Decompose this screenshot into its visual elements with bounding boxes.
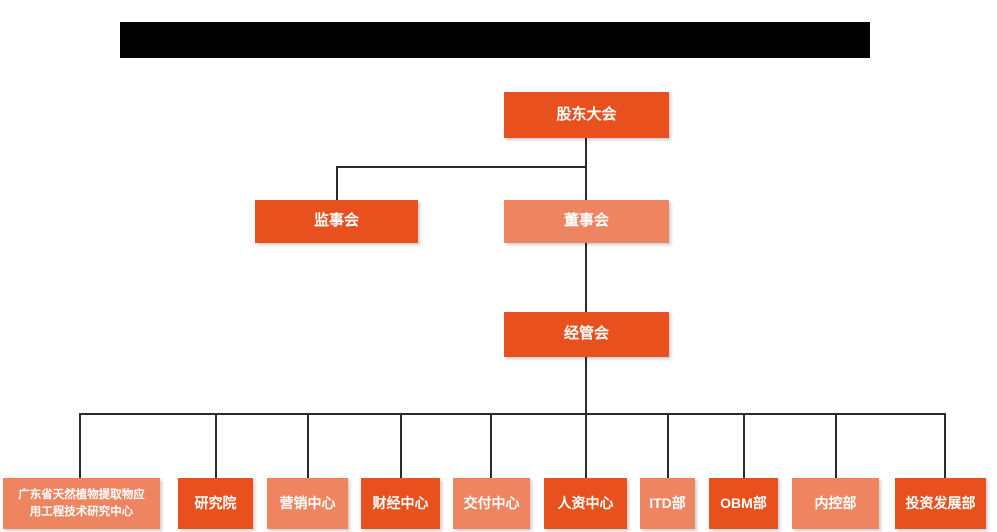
- node-human-resources-center[interactable]: 人资中心: [544, 478, 627, 529]
- connector-departments-bus: [79, 413, 945, 415]
- research-center-label-line1: 广东省天然植物提取物应: [18, 488, 145, 501]
- connector-drop-research-center: [79, 413, 81, 478]
- node-itd-department[interactable]: ITD部: [640, 478, 695, 529]
- node-shareholders-meeting[interactable]: 股东大会: [504, 92, 669, 138]
- node-internal-control-department[interactable]: 内控部: [792, 478, 879, 529]
- connector-drop-institute: [215, 413, 217, 478]
- node-finance-center[interactable]: 财经中心: [361, 478, 440, 529]
- connector-management-down: [585, 356, 587, 415]
- node-board-of-directors[interactable]: 董事会: [504, 200, 669, 243]
- connector-drop-investment: [944, 413, 946, 478]
- node-institute[interactable]: 研究院: [178, 478, 253, 529]
- node-management-committee[interactable]: 经管会: [504, 312, 669, 357]
- connector-board-down: [585, 166, 587, 201]
- connector-supervisory-down: [336, 166, 338, 201]
- connector-shareholders-down: [585, 138, 587, 168]
- connector-level2-bus: [336, 166, 587, 168]
- redacted-title-bar: [120, 22, 870, 58]
- connector-drop-internal-control: [835, 413, 837, 478]
- connector-drop-itd: [667, 413, 669, 478]
- node-marketing-center[interactable]: 营销中心: [267, 478, 348, 529]
- connector-drop-finance: [400, 413, 402, 478]
- connector-drop-hr: [585, 413, 587, 478]
- node-obm-department[interactable]: OBM部: [709, 478, 778, 529]
- connector-board-to-management: [585, 242, 587, 313]
- research-center-label-line2: 用工程技术研究中心: [29, 505, 134, 518]
- connector-drop-delivery: [490, 413, 492, 478]
- node-investment-development-department[interactable]: 投资发展部: [895, 478, 986, 529]
- connector-drop-marketing: [307, 413, 309, 478]
- node-supervisory-board[interactable]: 监事会: [255, 200, 418, 243]
- connector-drop-obm: [743, 413, 745, 478]
- node-natural-plant-extract-research-center[interactable]: 广东省天然植物提取物应 用工程技术研究中心: [3, 478, 160, 529]
- node-delivery-center[interactable]: 交付中心: [453, 478, 530, 529]
